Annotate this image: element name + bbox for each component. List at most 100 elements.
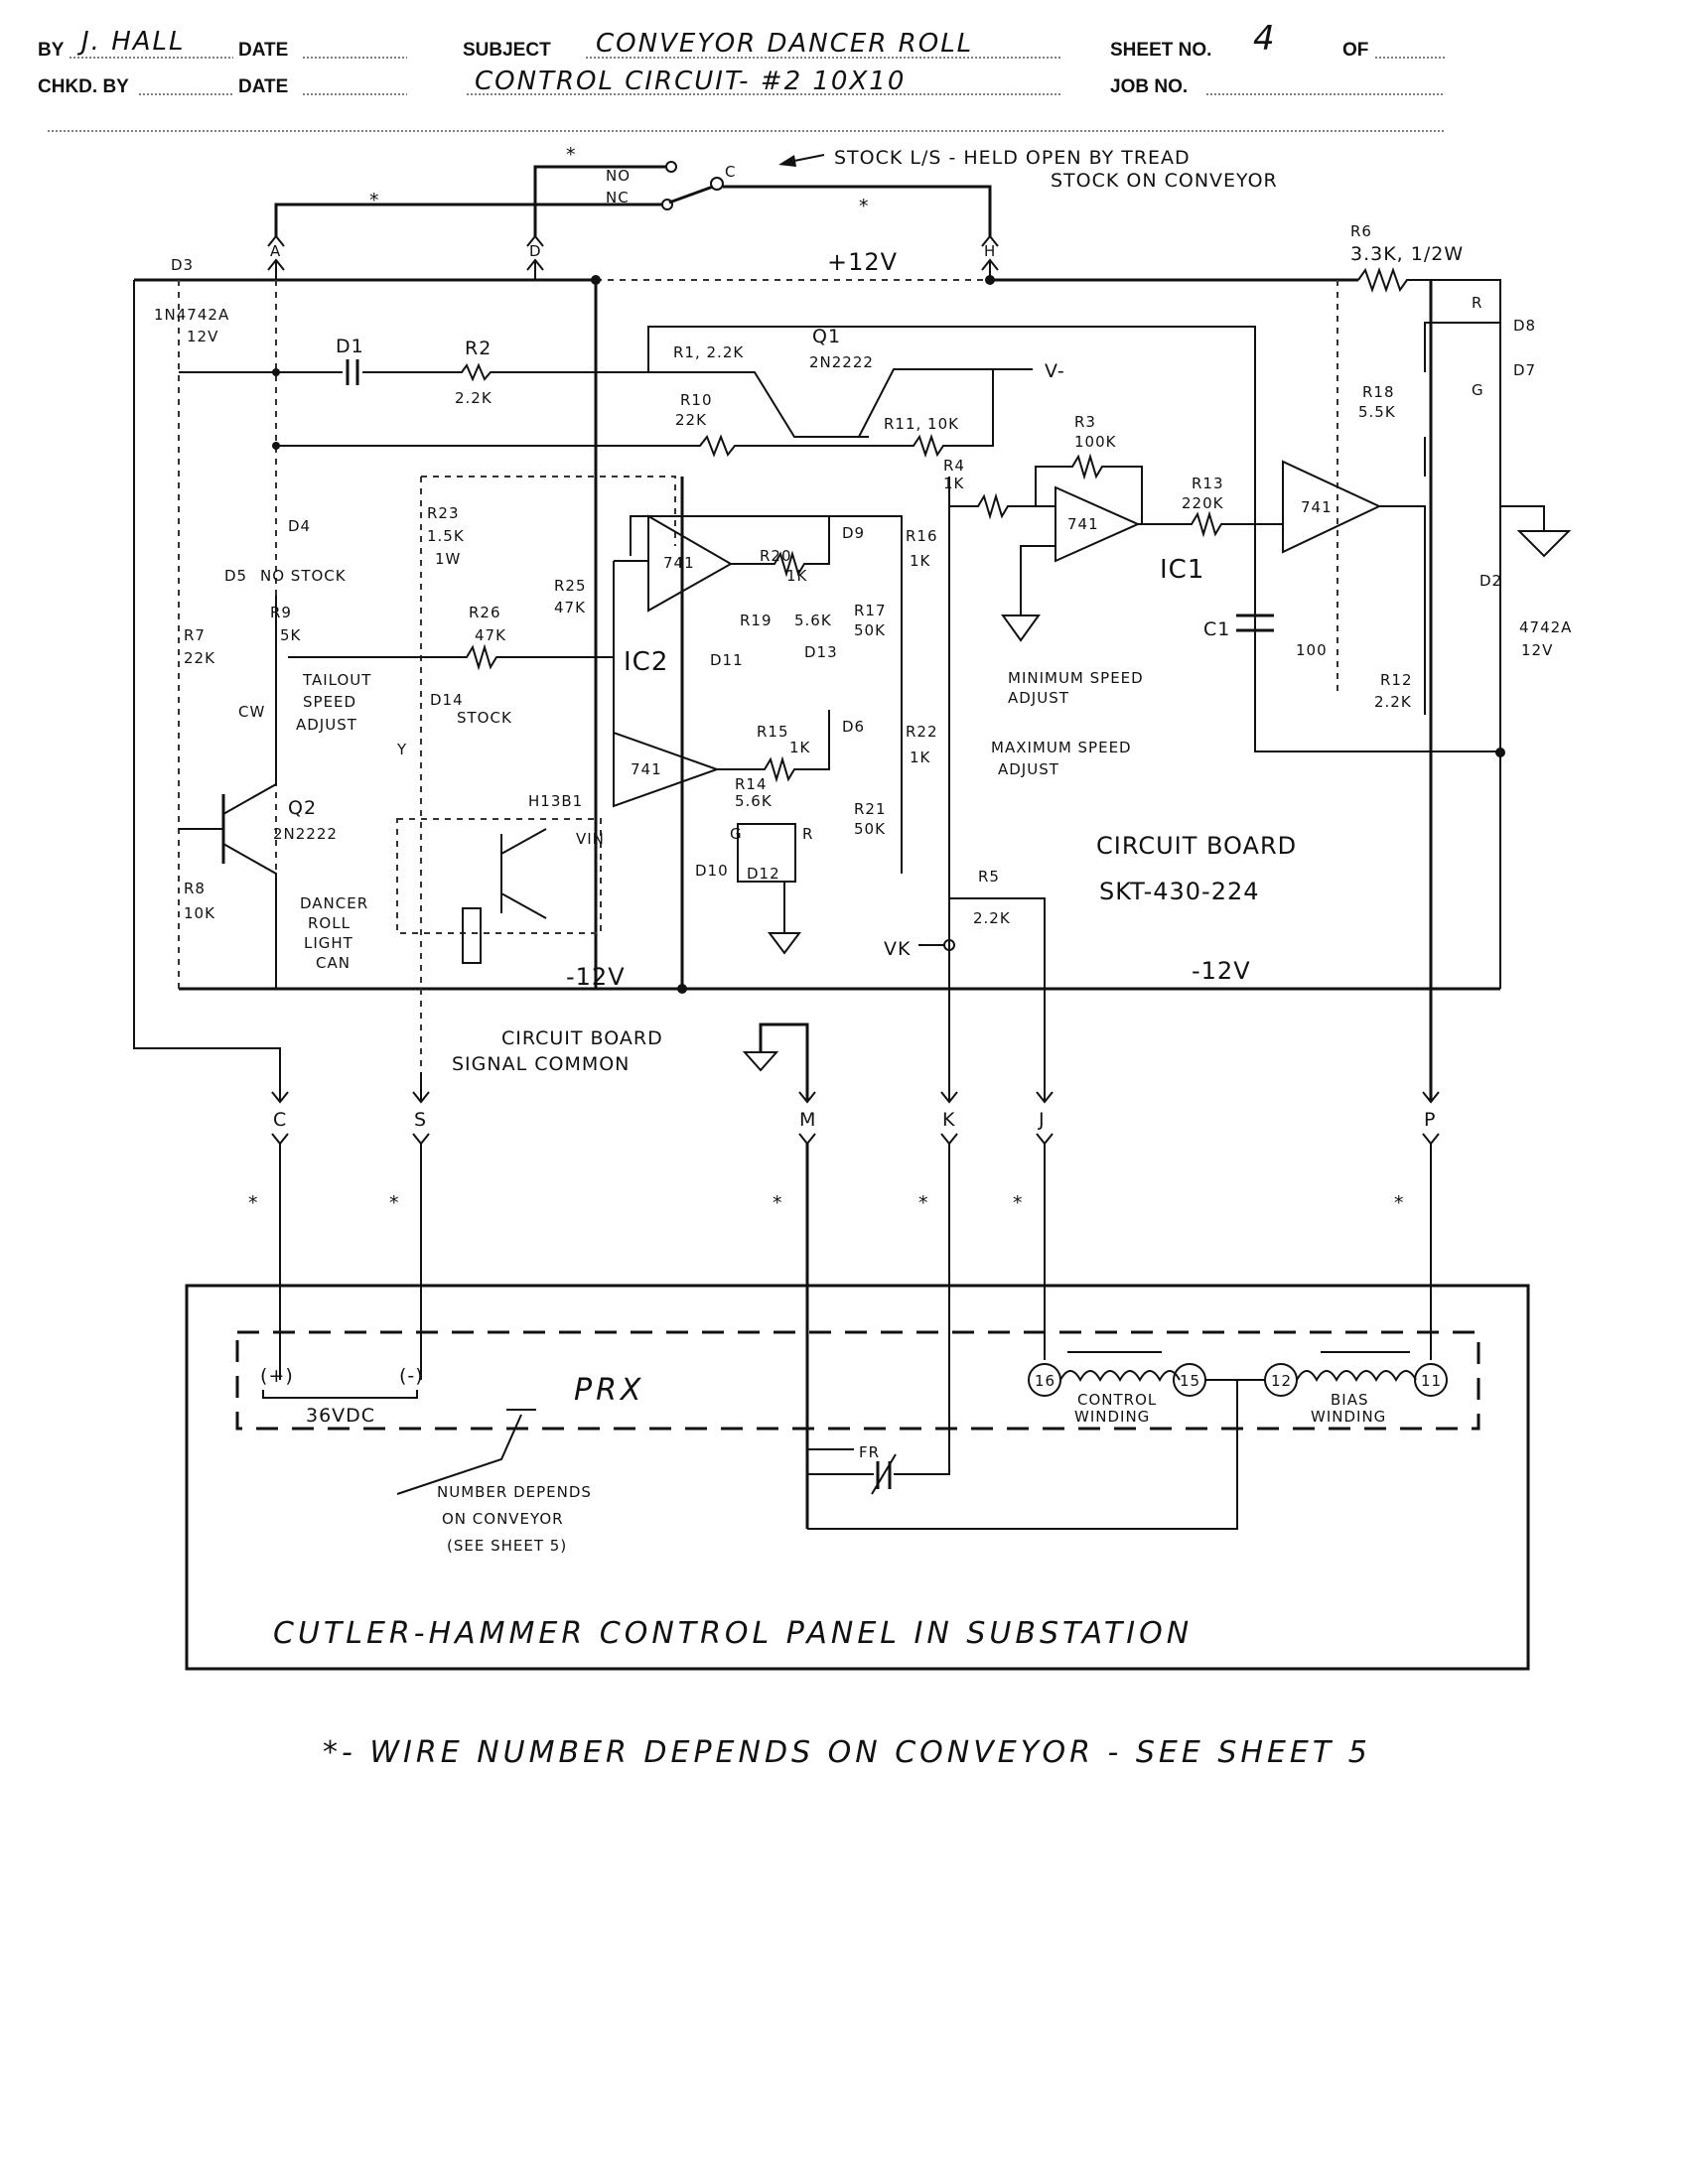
date-label: DATE: [238, 40, 288, 61]
svg-text:10K: 10K: [184, 904, 215, 922]
svg-text:5.6K: 5.6K: [794, 612, 832, 629]
svg-text:ADJUST: ADJUST: [998, 760, 1059, 778]
subject-line-2: CONTROL CIRCUIT- #2 10X10: [475, 67, 906, 96]
svg-text:BIAS: BIAS: [1331, 1391, 1369, 1409]
signal-common-2: SIGNAL COMMON: [452, 1053, 630, 1075]
connector-p: P*: [1394, 1091, 1440, 1360]
output-section: Q1 2N2222 V- R11, 10K 741 741 IC1 R4 1K …: [647, 222, 1571, 1102]
svg-text:R8: R8: [184, 880, 206, 897]
svg-text:2.2K: 2.2K: [973, 909, 1011, 927]
svg-text:1N4742A: 1N4742A: [154, 306, 229, 324]
svg-text:CW: CW: [238, 703, 265, 721]
board-label-1: CIRCUIT BOARD: [1096, 832, 1297, 860]
svg-text:*: *: [248, 1192, 259, 1214]
field-wiring: CIRCUIT BOARD SIGNAL COMMON C* S* M* K* …: [248, 1023, 1440, 1529]
svg-text:R13: R13: [1192, 475, 1224, 492]
svg-text:R6: R6: [1350, 222, 1372, 240]
svg-text:R22: R22: [906, 723, 938, 741]
svg-text:2.2K: 2.2K: [1374, 693, 1412, 711]
svg-text:D7: D7: [1513, 361, 1536, 379]
svg-text:TAILOUT: TAILOUT: [302, 671, 371, 689]
svg-text:2N2222: 2N2222: [273, 825, 338, 843]
svg-text:741: 741: [1067, 515, 1099, 533]
prx-label: PRX: [574, 1373, 645, 1408]
number-note-1: NUMBER DEPENDS: [437, 1483, 592, 1501]
svg-text:50K: 50K: [854, 820, 886, 838]
svg-text:1.5K: 1.5K: [427, 527, 465, 545]
svg-text:LIGHT: LIGHT: [304, 934, 353, 952]
svg-text:*: *: [1394, 1192, 1405, 1214]
svg-text:R16: R16: [906, 527, 938, 545]
svg-text:R12: R12: [1380, 671, 1413, 689]
ic2-section: 741 741 IC2 R20 1K D9 R16 1K R17 50K MIN…: [613, 477, 1143, 1102]
svg-text:R23: R23: [427, 504, 460, 522]
sheet-value: 4: [1253, 19, 1277, 59]
svg-text:47K: 47K: [554, 599, 586, 616]
svg-text:M: M: [799, 1109, 816, 1131]
switch-note-1: STOCK L/S - HELD OPEN BY TREAD: [834, 147, 1191, 169]
svg-text:STOCK: STOCK: [457, 709, 512, 727]
svg-text:220K: 220K: [1182, 494, 1224, 512]
date2-label: DATE: [238, 76, 288, 97]
svg-text:J: J: [1038, 1109, 1046, 1131]
svg-text:MAXIMUM SPEED: MAXIMUM SPEED: [991, 739, 1132, 756]
svg-text:D5: D5: [224, 567, 247, 585]
svg-text:D10: D10: [695, 862, 729, 880]
svg-text:R3: R3: [1074, 413, 1096, 431]
svg-text:SPEED: SPEED: [303, 693, 356, 711]
svg-text:D8: D8: [1513, 317, 1536, 335]
svg-text:H: H: [984, 242, 996, 260]
connector-d: D: [526, 234, 544, 280]
svg-text:2N2222: 2N2222: [809, 353, 874, 371]
opamp-ic1a: [1055, 485, 1141, 563]
svg-text:*: *: [1013, 1192, 1024, 1214]
by-value: J. HALL: [76, 27, 186, 57]
svg-text:741: 741: [663, 554, 695, 572]
svg-text:D9: D9: [842, 524, 865, 542]
svg-text:1K: 1K: [910, 749, 931, 766]
board-label-2: SKT-430-224: [1099, 878, 1260, 905]
connector-c: C*: [248, 1091, 289, 1380]
svg-text:P: P: [1424, 1109, 1436, 1131]
power-rails: +12V -12V -12V: [133, 248, 1505, 1102]
svg-text:*: *: [918, 1192, 929, 1214]
of-label: OF: [1342, 40, 1368, 61]
svg-text:R15: R15: [757, 723, 789, 741]
svg-text:R19: R19: [740, 612, 773, 629]
svg-text:R17: R17: [854, 602, 887, 619]
svg-text:D11: D11: [710, 651, 744, 669]
svg-text:R26: R26: [469, 604, 501, 621]
svg-text:Y: Y: [396, 741, 407, 758]
svg-text:R20: R20: [760, 547, 792, 565]
supply-voltage: 36VDC: [306, 1405, 375, 1427]
svg-text:741: 741: [631, 760, 662, 778]
svg-text:100K: 100K: [1074, 433, 1117, 451]
svg-text:K: K: [942, 1109, 955, 1131]
control-winding: [1059, 1370, 1181, 1383]
control-panel: (+) (-) 36VDC PRX NUMBER DEPENDS ON CONV…: [185, 1284, 1530, 1671]
svg-text:50K: 50K: [854, 621, 886, 639]
svg-text:R18: R18: [1362, 383, 1395, 401]
svg-text:CAN: CAN: [316, 954, 351, 972]
svg-text:1K: 1K: [789, 739, 811, 756]
by-label: BY: [38, 40, 65, 61]
connector-j: J*: [1013, 1091, 1054, 1360]
svg-text:G: G: [1472, 381, 1484, 399]
svg-text:H13B1: H13B1: [528, 792, 583, 810]
svg-text:D6: D6: [842, 718, 865, 736]
svg-text:S: S: [414, 1109, 427, 1131]
svg-text:R7: R7: [184, 626, 206, 644]
svg-text:12: 12: [1271, 1372, 1292, 1390]
svg-text:22K: 22K: [675, 411, 707, 429]
title-block: BY J. HALL DATE SUBJECT CONVEYOR DANCER …: [38, 19, 1445, 132]
svg-text:D13: D13: [804, 643, 838, 661]
svg-text:R9: R9: [270, 604, 292, 621]
number-note-2: ON CONVEYOR: [442, 1510, 564, 1528]
svg-text:R: R: [1472, 294, 1482, 312]
subject-label: SUBJECT: [463, 40, 551, 61]
svg-text:22K: 22K: [184, 649, 215, 667]
svg-text:VK: VK: [884, 938, 911, 960]
bias-winding: [1296, 1370, 1417, 1383]
svg-text:C: C: [273, 1109, 287, 1131]
